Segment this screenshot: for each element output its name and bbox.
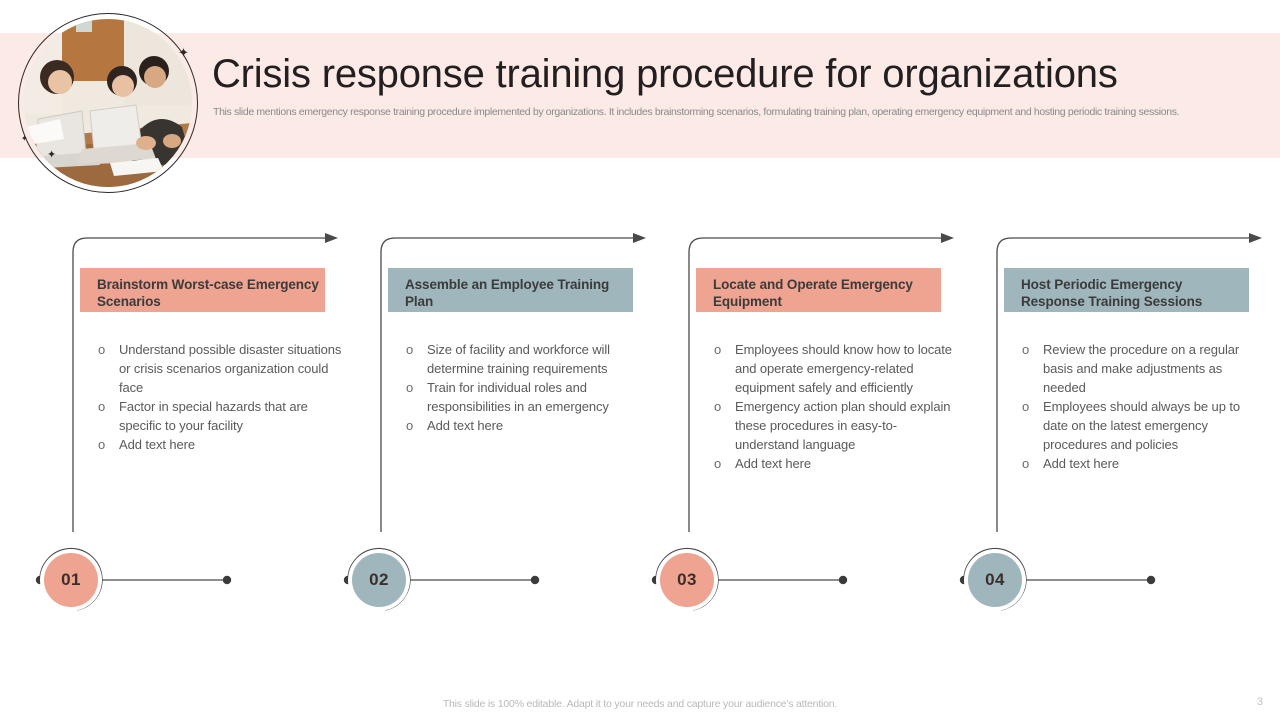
bullet-marker-icon: o <box>98 342 106 357</box>
bullet-marker-icon: o <box>98 399 106 414</box>
list-item: o Employees should always be up to date o… <box>1018 397 1268 454</box>
bullet-text: Add text here <box>1043 456 1120 471</box>
page-subtitle: This slide mentions emergency response t… <box>213 106 1180 118</box>
step-outline-arrow <box>688 233 954 532</box>
bullet-text: Employees should know how to locate and … <box>735 342 952 395</box>
list-item: o Factor in special hazards that are spec… <box>94 397 344 435</box>
list-item: o Size of facility and workforce will det… <box>402 340 652 378</box>
list-item: o Add text here <box>1018 454 1268 473</box>
bullet-marker-icon: o <box>98 437 106 452</box>
step-title-02: Assemble an Employee Training Plan <box>388 268 633 312</box>
bullet-marker-icon: o <box>406 418 414 433</box>
sparkle-icon: ✦ <box>21 134 28 143</box>
list-item: o Understand possible disaster situations… <box>94 340 344 397</box>
sparkle-icon: ✦ <box>178 45 189 60</box>
step-bullet-list-04: o Review the procedure on a regular basis… <box>1018 340 1268 473</box>
badge-ring-connector <box>35 547 232 611</box>
bullet-text: Add text here <box>119 437 196 452</box>
header-band <box>0 33 1280 158</box>
badge-ring-connector <box>343 547 540 611</box>
step-title-03: Locate and Operate Emergency Equipment <box>696 268 941 312</box>
step-badge-group-04: 04 <box>955 540 1156 620</box>
list-item: o Emergency action plan should explain th… <box>710 397 960 454</box>
list-item: o Add text here <box>402 416 652 435</box>
sparkle-icon: ✦ <box>47 149 57 161</box>
badge-ring-connector <box>651 547 848 611</box>
step-title-04: Host Periodic Emergency Response Trainin… <box>1004 268 1249 312</box>
bullet-marker-icon: o <box>1022 399 1030 414</box>
bullet-marker-icon: o <box>714 456 722 471</box>
step-number-badge-04: 04 <box>968 553 1022 607</box>
list-item: o Train for individual roles and responsi… <box>402 378 652 416</box>
bullet-marker-icon: o <box>1022 342 1030 357</box>
bullet-text: Review the procedure on a regular basis … <box>1043 342 1240 395</box>
header-photo: ✦ ✦ ✦ <box>18 13 200 195</box>
page-title: Crisis response training procedure for o… <box>212 52 1118 96</box>
bullet-marker-icon: o <box>1022 456 1030 471</box>
step-bullet-list-03: o Employees should know how to locate and… <box>710 340 960 473</box>
photo-ring-border <box>18 13 198 193</box>
bullet-text: Train for individual roles and responsib… <box>427 380 609 414</box>
bullet-text: Employees should always be up to date on… <box>1043 399 1240 452</box>
bullet-text: Factor in special hazards that are speci… <box>119 399 308 433</box>
step-badge-group-03: 03 <box>647 540 848 620</box>
bullet-marker-icon: o <box>406 380 414 395</box>
bullet-marker-icon: o <box>714 342 722 357</box>
bullet-text: Size of facility and workforce will dete… <box>427 342 610 376</box>
step-badge-group-01: 01 <box>31 540 232 620</box>
step-number-badge-03: 03 <box>660 553 714 607</box>
bullet-text: Emergency action plan should explain the… <box>735 399 951 452</box>
step-title-01: Brainstorm Worst-case Emergency Scenario… <box>80 268 325 312</box>
bullet-text: Add text here <box>735 456 812 471</box>
list-item: o Review the procedure on a regular basis… <box>1018 340 1268 397</box>
step-outline-arrow <box>996 233 1262 532</box>
badge-ring-connector <box>959 547 1156 611</box>
list-item: o Employees should know how to locate and… <box>710 340 960 397</box>
list-item: o Add text here <box>710 454 960 473</box>
bullet-marker-icon: o <box>406 342 414 357</box>
page-number: 3 <box>1256 696 1263 708</box>
footer-note: This slide is 100% editable. Adapt it to… <box>442 698 838 710</box>
bullet-text: Understand possible disaster situations … <box>119 342 342 395</box>
step-badge-group-02: 02 <box>339 540 540 620</box>
step-bullet-list-02: o Size of facility and workforce will det… <box>402 340 652 435</box>
bullet-marker-icon: o <box>714 399 722 414</box>
step-outline-arrow <box>72 233 338 532</box>
bullet-text: Add text here <box>427 418 504 433</box>
step-bullet-list-01: o Understand possible disaster situations… <box>94 340 344 454</box>
step-outline-arrow <box>380 233 646 532</box>
list-item: o Add text here <box>94 435 344 454</box>
step-number-badge-02: 02 <box>352 553 406 607</box>
step-number-badge-01: 01 <box>44 553 98 607</box>
